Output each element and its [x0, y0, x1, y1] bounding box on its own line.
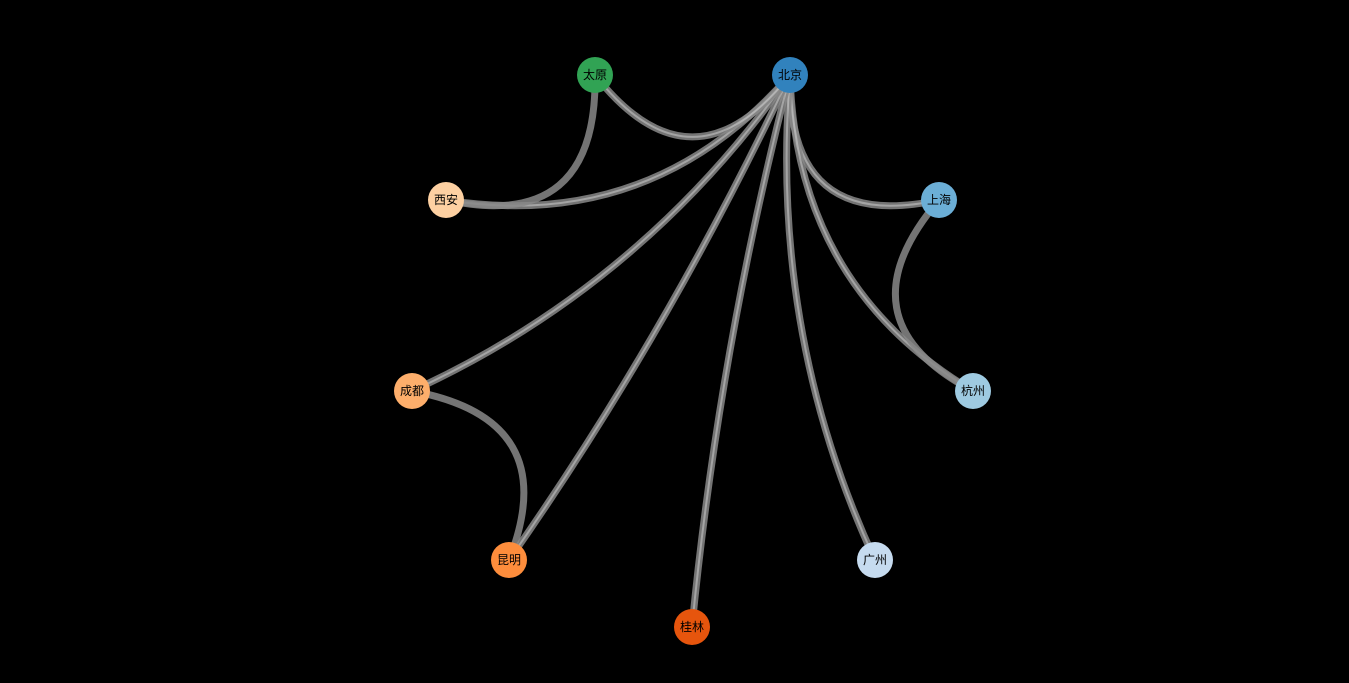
node-label-xian: 西安	[434, 192, 458, 207]
node-guangzhou[interactable]: 广州	[857, 542, 893, 578]
node-circle-guangzhou[interactable]	[857, 542, 893, 578]
node-chengdu[interactable]: 成都	[394, 373, 430, 409]
node-beijing[interactable]: 北京	[772, 57, 808, 93]
node-label-guangzhou: 广州	[863, 553, 887, 567]
node-label-shanghai: 上海	[927, 192, 951, 207]
edge-highlight-beijing-guilin	[691, 74, 791, 628]
node-label-guilin: 桂林	[680, 619, 704, 634]
edge-beijing-guilin	[688, 71, 794, 631]
node-guilin[interactable]: 桂林	[674, 609, 710, 645]
node-shanghai[interactable]: 上海	[921, 182, 957, 218]
edge-highlight-beijing-taiyuan	[594, 74, 791, 138]
node-circle-shanghai[interactable]	[921, 182, 957, 218]
node-circle-chengdu[interactable]	[394, 373, 430, 409]
node-circle-guilin[interactable]	[674, 609, 710, 645]
node-label-kunming: 昆明	[497, 553, 521, 567]
node-circle-beijing[interactable]	[772, 57, 808, 93]
edge-beijing-kunming	[505, 71, 794, 564]
edge-highlight-beijing-kunming	[508, 74, 791, 561]
node-kunming[interactable]: 昆明	[491, 542, 527, 578]
node-label-hangzhou: 杭州	[961, 383, 985, 398]
edge-highlight-beijing-hangzhou	[789, 74, 974, 392]
node-hangzhou[interactable]: 杭州	[955, 373, 991, 409]
edges-layer	[408, 71, 977, 631]
edge-chengdu-kunming	[408, 387, 528, 564]
edge-beijing-taiyuan	[591, 71, 794, 141]
edge-highlight-beijing-chengdu	[411, 74, 791, 392]
edge-beijing-guangzhou	[783, 71, 879, 564]
node-label-taiyuan: 太原	[583, 67, 607, 82]
edge-taiyuan-xian	[442, 71, 599, 210]
edge-highlight-beijing-shanghai	[788, 74, 940, 207]
node-circle-taiyuan[interactable]	[577, 57, 613, 93]
edge-beijing-chengdu	[408, 71, 794, 395]
edge-shanghai-hangzhou	[891, 196, 977, 395]
edge-highlight-beijing-guangzhou	[785, 74, 876, 561]
edge-beijing-hangzhou	[786, 71, 977, 395]
node-taiyuan[interactable]: 太原	[577, 57, 613, 93]
edge-beijing-shanghai	[786, 71, 943, 210]
node-xian[interactable]: 西安	[428, 182, 464, 218]
node-label-beijing: 北京	[778, 68, 802, 82]
node-circle-kunming[interactable]	[491, 542, 527, 578]
node-circle-xian[interactable]	[428, 182, 464, 218]
node-label-chengdu: 成都	[400, 384, 424, 398]
node-circle-hangzhou[interactable]	[955, 373, 991, 409]
